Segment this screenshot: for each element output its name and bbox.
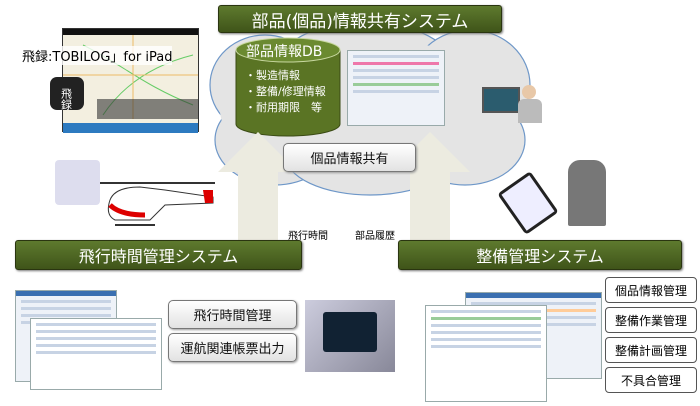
app-icon: 飛録 [50, 77, 84, 110]
ipad-app-label: 飛録:TOBILOG」for iPad [22, 46, 173, 65]
flight-time-system-title: 飛行時間管理システム [15, 240, 302, 270]
flow-label-parts-history: 部品履歴 [355, 231, 395, 242]
ipad-map-screenshot [62, 28, 199, 133]
page-title: 部品(個品)情報共有システム [218, 5, 502, 33]
up-arrow-left [218, 132, 298, 242]
defect-management-button[interactable]: 不具合管理 [605, 367, 697, 393]
db-item: ・製造情報 [245, 69, 300, 82]
maintenance-work-management-button[interactable]: 整備作業管理 [605, 307, 697, 333]
db-item: ・整備/修理情報 [245, 85, 326, 98]
item-info-management-button[interactable]: 個品情報管理 [605, 277, 697, 303]
pilot-image [55, 160, 100, 205]
flight-system-screenshot-2 [30, 318, 162, 390]
maintenance-screenshot-2 [425, 305, 547, 402]
db-screenshot [347, 50, 445, 126]
app-icon-text: 飛録 [59, 88, 73, 110]
db-title: 部品情報DB [246, 44, 323, 60]
flight-report-output-button[interactable]: 運航関連帳票出力 [168, 333, 297, 362]
tablet-photo [305, 300, 395, 372]
maintenance-system-title: 整備管理システム [398, 240, 682, 270]
share-info-button[interactable]: 個品情報共有 [283, 143, 416, 172]
db-item: ・耐用期限 等 [245, 101, 322, 114]
worker-image [568, 160, 606, 226]
person-at-computer-image [482, 85, 544, 125]
flight-time-management-button[interactable]: 飛行時間管理 [168, 300, 297, 329]
db-items: ・製造情報・整備/修理情報・耐用期限 等 [245, 68, 326, 116]
flow-label-flight-time: 飛行時間 [288, 231, 328, 242]
helicopter-image [100, 182, 215, 226]
database-icon [235, 37, 341, 137]
maintenance-plan-management-button[interactable]: 整備計画管理 [605, 337, 697, 363]
